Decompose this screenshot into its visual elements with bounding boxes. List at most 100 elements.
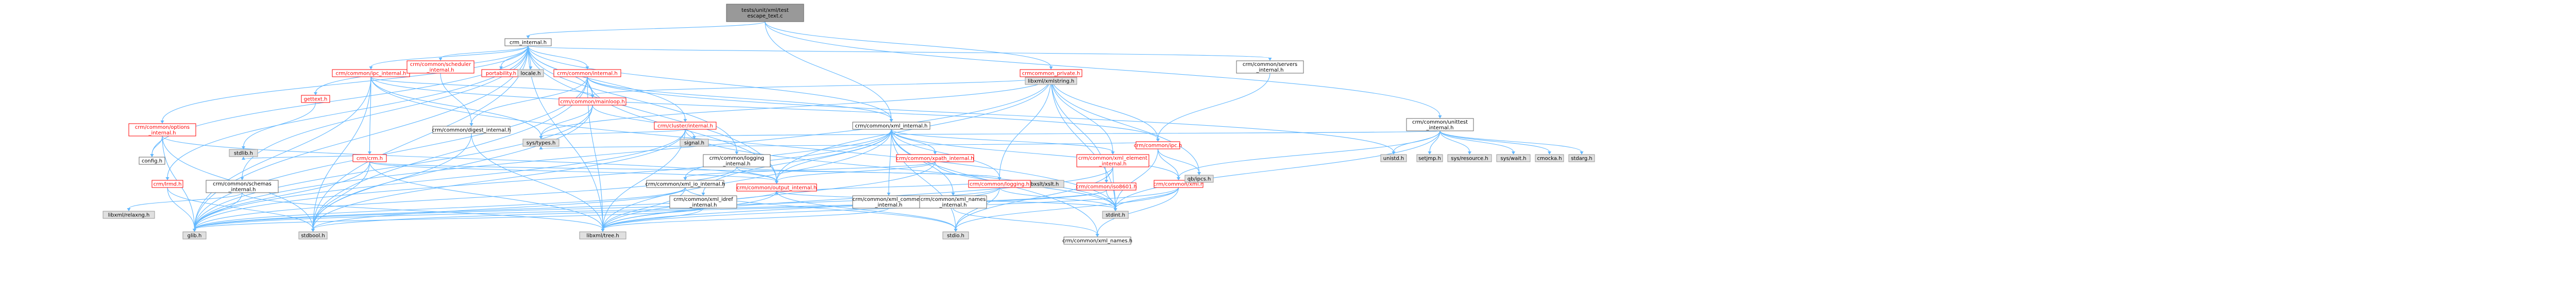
node-sys-wait[interactable]: sys/wait.h bbox=[1496, 154, 1531, 162]
node-label: _internal.h bbox=[1099, 161, 1127, 167]
edge-arrowhead bbox=[775, 191, 778, 194]
include-edge bbox=[194, 76, 588, 230]
node-libxml-xmlstring[interactable]: libxml/xmlstring.h bbox=[1025, 77, 1077, 85]
node-xml-element-internal[interactable]: crm/common/xml_element_internal.h bbox=[1076, 154, 1149, 167]
node-label: glib.h bbox=[188, 233, 202, 239]
include-edge bbox=[602, 161, 936, 230]
include-edge bbox=[242, 192, 603, 230]
node-iso8601[interactable]: crm/common/iso8601.h bbox=[1076, 182, 1137, 191]
node-servers-internal[interactable]: crm/common/servers_internal.h bbox=[1236, 60, 1304, 74]
edge-arrowhead bbox=[1438, 115, 1442, 118]
node-cluster-internal[interactable]: crm/cluster/internal.h bbox=[654, 122, 717, 130]
node-stdbool[interactable]: stdbool.h bbox=[298, 231, 328, 240]
include-edge bbox=[765, 21, 1052, 67]
node-scheduler-internal[interactable]: crm/common/scheduler_internal.h bbox=[406, 60, 474, 74]
include-edge bbox=[1439, 130, 1582, 152]
node-crm[interactable]: crm/crm.h bbox=[352, 154, 387, 162]
node-common-internal[interactable]: crm/common/internal.h bbox=[553, 69, 621, 77]
node-label: crm/common/xml_internal.h bbox=[855, 124, 928, 129]
edge-arrowhead bbox=[775, 181, 778, 184]
node-gettext[interactable]: gettext.h bbox=[301, 95, 330, 103]
node-xml-names[interactable]: crm/common/xml_names.h bbox=[1062, 236, 1132, 245]
node-xml-names-internal[interactable]: crm/common/xml_names_internal.h bbox=[919, 195, 987, 209]
edge-arrowhead bbox=[1548, 151, 1551, 155]
include-edge bbox=[1178, 130, 1440, 178]
node-libxml-relaxng[interactable]: libxml/relaxng.h bbox=[103, 211, 155, 219]
node-mainloop[interactable]: crm/common/mainloop.h bbox=[558, 97, 626, 106]
include-edge bbox=[500, 45, 529, 67]
include-edge bbox=[312, 105, 593, 230]
node-logging-internal[interactable]: crm/common/logging_internal.h bbox=[703, 154, 771, 167]
node-digest-internal[interactable]: crm/common/digest_internal.h bbox=[432, 126, 511, 134]
node-config[interactable]: config.h bbox=[139, 157, 165, 165]
include-edge bbox=[1106, 190, 1116, 209]
node-unistd[interactable]: unistd.h bbox=[1380, 154, 1407, 162]
node-label: crm/cluster/internal.h bbox=[657, 124, 713, 129]
node-path-internal[interactable]: crm/common/xpath_internal.h bbox=[896, 154, 974, 162]
include-edge bbox=[1050, 76, 1200, 173]
include-edge bbox=[955, 166, 1113, 230]
node-stdio[interactable]: stdio.h bbox=[942, 231, 969, 240]
node-libxml-tree[interactable]: libxml/tree.h bbox=[579, 231, 626, 240]
node-label: _internal.h bbox=[148, 130, 176, 136]
node-glib[interactable]: glib.h bbox=[182, 231, 207, 240]
include-edge bbox=[1439, 130, 1470, 152]
node-unittest-internal[interactable]: crm/common/unittest_internal.h bbox=[1406, 118, 1474, 131]
node-setjmp[interactable]: setjmp.h bbox=[1416, 154, 1443, 162]
node-xml-internal[interactable]: crm/common/xml_internal.h bbox=[852, 122, 930, 130]
node-box bbox=[206, 180, 279, 193]
edge-arrowhead bbox=[369, 66, 373, 70]
node-ipc-internal[interactable]: crm/common/ipc_internal.h bbox=[332, 69, 410, 77]
include-edge bbox=[602, 187, 1000, 230]
edge-arrowhead bbox=[311, 229, 315, 232]
node-label: crm/common/iso8601.h bbox=[1076, 184, 1137, 190]
node-options-internal[interactable]: crm/common/options_internal.h bbox=[128, 123, 196, 137]
node-label: crmcommon_private.h bbox=[1022, 71, 1080, 77]
node-crm-internal[interactable]: crm_internal.h bbox=[504, 38, 552, 46]
node-sys-types[interactable]: sys/types.h bbox=[522, 139, 560, 147]
node-label: _internal.h bbox=[875, 202, 903, 208]
include-edge bbox=[999, 187, 1116, 209]
node-lmxl[interactable]: crm/lrmd.h bbox=[151, 180, 183, 188]
include-edge bbox=[312, 45, 529, 230]
include-edge bbox=[194, 105, 593, 230]
edge-arrowhead bbox=[368, 151, 371, 155]
node-label: crm/crm.h bbox=[357, 156, 383, 162]
node-ipc[interactable]: crm/common/ipc.h bbox=[1134, 141, 1182, 149]
edge-arrowhead bbox=[1428, 151, 1432, 155]
include-edge bbox=[602, 187, 686, 230]
node-box bbox=[553, 69, 621, 77]
node-stdint[interactable]: stdint.h bbox=[1102, 211, 1129, 219]
node-portability[interactable]: portability.h bbox=[481, 69, 521, 77]
include-edge bbox=[528, 45, 892, 120]
include-edge bbox=[1439, 130, 1550, 152]
node-schemas-internal[interactable]: crm/common/schemas_internal.h bbox=[206, 180, 279, 193]
node-box bbox=[406, 60, 474, 74]
edge-arrowhead bbox=[1111, 151, 1115, 155]
node-output-internal[interactable]: crm/common/output_internal.h bbox=[736, 183, 817, 192]
include-edge bbox=[685, 187, 956, 230]
node-xml-io-internal[interactable]: crm/common/xml_io_internal.h bbox=[646, 180, 725, 188]
node-cmocka[interactable]: cmocka.h bbox=[1535, 154, 1564, 162]
include-edge bbox=[776, 161, 936, 182]
node-qbipc[interactable]: qb/ipcs.h bbox=[1184, 175, 1214, 183]
include-edge bbox=[194, 129, 686, 230]
node-crmcommon-private[interactable]: crmcommon_private.h bbox=[1020, 69, 1082, 77]
include-edge bbox=[891, 129, 1000, 178]
node-box bbox=[128, 123, 196, 137]
node-signal[interactable]: signal.h bbox=[680, 139, 709, 147]
node-stdlib[interactable]: stdlib.h bbox=[229, 149, 258, 157]
edge-arrowhead bbox=[997, 177, 1002, 180]
node-sys-resource[interactable]: sys/resource.h bbox=[1447, 154, 1492, 162]
include-edge bbox=[592, 76, 1052, 96]
node-locale[interactable]: locale.h bbox=[517, 69, 544, 77]
include-edge bbox=[369, 161, 1000, 178]
node-box bbox=[680, 139, 709, 147]
include-edge bbox=[370, 76, 541, 137]
node-xml-idref-internal[interactable]: crm/common/xml_idref_internal.h bbox=[669, 195, 737, 209]
node-stdarg[interactable]: stdarg.h bbox=[1568, 154, 1595, 162]
node-logging[interactable]: crm/common/logging.h bbox=[968, 180, 1031, 188]
edge-arrowhead bbox=[701, 193, 705, 196]
node-xml-comment-internal[interactable]: crm/common/xml_comment_internal.h bbox=[852, 195, 925, 209]
